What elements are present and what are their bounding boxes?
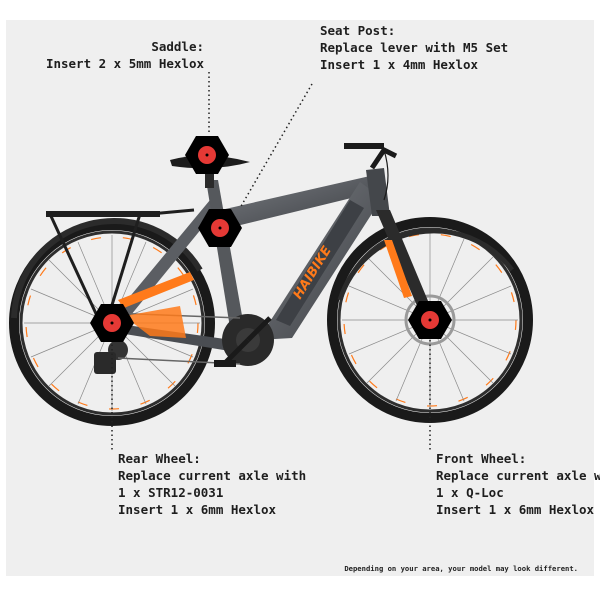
seat-post-leader bbox=[239, 83, 313, 209]
saddle-title: Saddle: bbox=[151, 39, 204, 54]
front-wheel-title: Front Wheel: bbox=[436, 451, 527, 466]
front-wheel-line-2: 1 x Q-Loc bbox=[436, 485, 504, 500]
rear-wheel-hex-marker bbox=[90, 304, 134, 342]
footnote: Depending on your area, your model may l… bbox=[344, 564, 578, 573]
seat-post-line-2: Insert 1 x 4mm Hexlox bbox=[320, 57, 479, 72]
seat-post-hex-marker bbox=[198, 209, 242, 247]
front-wheel-line-1: Replace current axle with bbox=[436, 468, 600, 483]
frame-accents bbox=[118, 272, 194, 338]
rear-wheel-callout: Rear Wheel: Replace current axle with 1 … bbox=[118, 450, 306, 518]
rear-rack bbox=[46, 208, 195, 319]
leader-lines bbox=[111, 72, 431, 450]
handlebar bbox=[344, 143, 398, 201]
seat-post-title: Seat Post: bbox=[320, 23, 396, 38]
saddle-hex-marker bbox=[185, 136, 229, 174]
seat-post-line-1: Replace lever with M5 Set bbox=[320, 40, 509, 55]
front-wheel-line-3: Insert 1 x 6mm Hexlox bbox=[436, 502, 595, 517]
rear-wheel-line-1: Replace current axle with bbox=[118, 468, 307, 483]
saddle-line-1: Insert 2 x 5mm Hexlox bbox=[45, 56, 204, 71]
seat-post-callout: Seat Post: Replace lever with M5 Set Ins… bbox=[320, 22, 508, 73]
rear-wheel-line-3: Insert 1 x 6mm Hexlox bbox=[118, 502, 277, 517]
front-wheel-callout: Front Wheel: Replace current axle with 1… bbox=[436, 450, 600, 518]
saddle-callout: Saddle: Insert 2 x 5mm Hexlox bbox=[46, 38, 204, 72]
front-wheel-hex-marker bbox=[408, 301, 452, 339]
rear-wheel-title: Rear Wheel: bbox=[118, 451, 201, 466]
rear-wheel-line-2: 1 x STR12-0031 bbox=[118, 485, 224, 500]
front-fork bbox=[376, 210, 436, 322]
